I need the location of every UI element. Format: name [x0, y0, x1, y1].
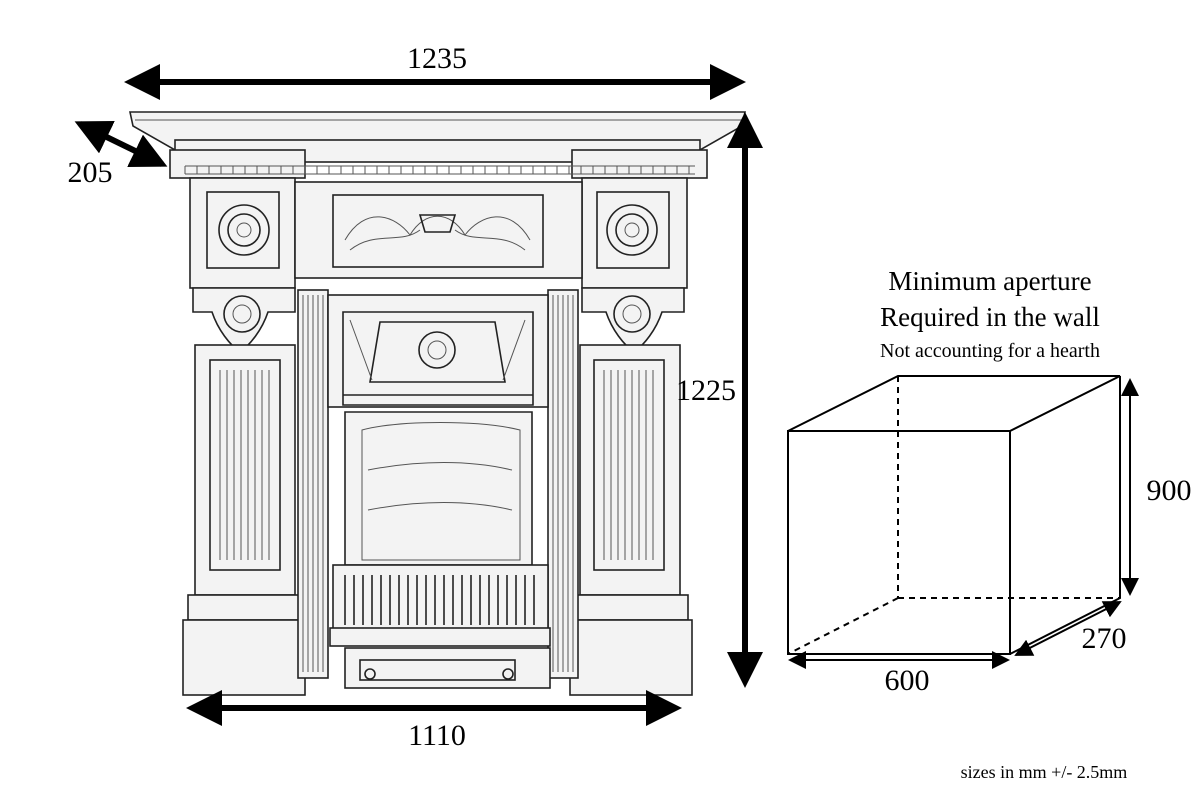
- aperture-title-line1: Minimum aperture: [888, 266, 1091, 296]
- depth-label: 205: [68, 156, 113, 189]
- fireplace-drawing: [129, 111, 746, 696]
- top-width-label: 1235: [407, 42, 467, 75]
- dimension-depth: 205: [68, 120, 168, 189]
- size-footnote: sizes in mm +/- 2.5mm: [961, 762, 1128, 782]
- aperture-depth-label: 270: [1082, 622, 1127, 655]
- dimension-bottom-width: 1110: [186, 690, 682, 752]
- aperture-height-label: 900: [1147, 474, 1192, 507]
- aperture-dimension-height: 900: [1121, 378, 1192, 596]
- aperture-width-label: 600: [885, 664, 930, 697]
- aperture-subtitle: Not accounting for a hearth: [880, 340, 1100, 362]
- aperture-dimension-depth: 270: [1014, 601, 1127, 656]
- dimension-height: 1225: [676, 112, 763, 688]
- aperture-dimension-width: 600: [788, 651, 1010, 697]
- bottom-width-label: 1110: [408, 719, 466, 752]
- dimension-top-width: 1235: [124, 42, 746, 100]
- aperture-box: [787, 375, 1121, 655]
- aperture-title-line2: Required in the wall: [880, 302, 1100, 332]
- height-label: 1225: [676, 374, 736, 407]
